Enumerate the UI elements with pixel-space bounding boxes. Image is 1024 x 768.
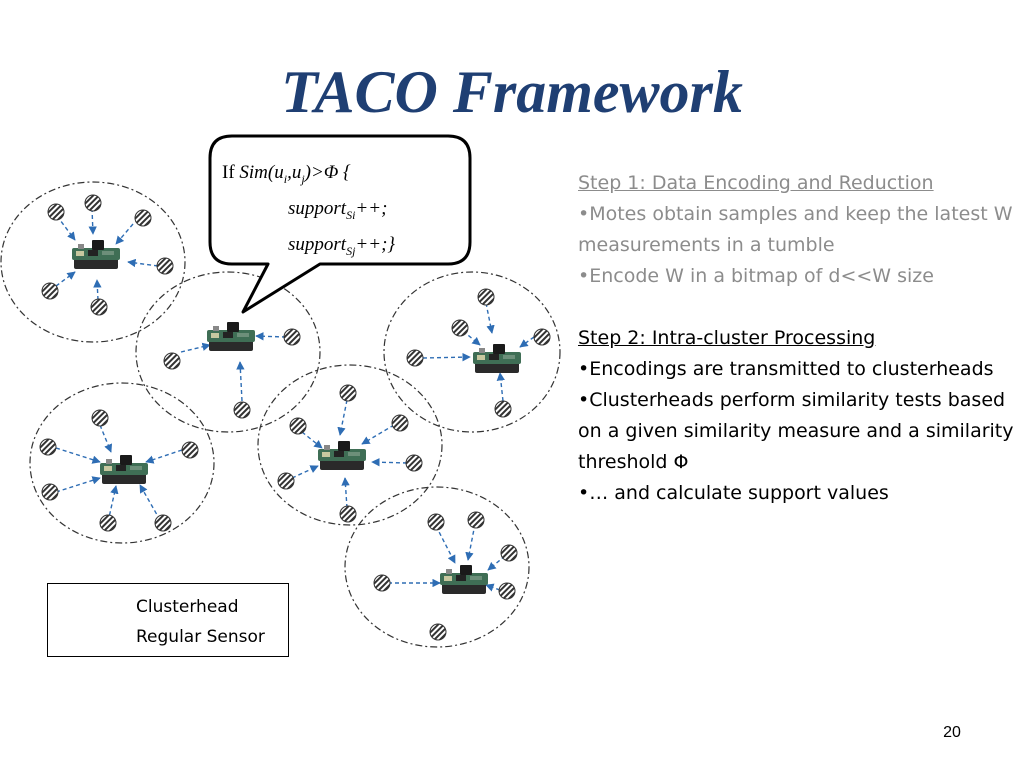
regular-sensor-icon (339, 505, 357, 523)
data-flow-arrow (56, 215, 76, 241)
regular-sensor-icon (154, 514, 172, 532)
regular-sensor-icon (498, 582, 516, 600)
data-flow-arrow (127, 258, 159, 268)
regular-sensor-icon (283, 328, 301, 346)
data-flow-arrow (496, 372, 505, 402)
regular-sensor-icon (533, 328, 551, 346)
data-flow-arrow (337, 399, 348, 436)
data-flow-arrow (422, 352, 471, 362)
callout-line-2: supportSi++; (288, 197, 388, 222)
legend-sensor-label: Regular Sensor (136, 627, 265, 647)
regular-sensor-icon (289, 417, 307, 435)
data-flow-arrow (291, 465, 319, 479)
step-1: Step 1: Data Encoding and Reduction Mote… (578, 168, 1024, 292)
clusterhead-icon (473, 344, 521, 373)
cluster-boundary (344, 486, 530, 648)
data-flow-arrow (301, 431, 323, 449)
data-flow-arrow (180, 342, 211, 353)
data-flow-arrow (107, 485, 119, 523)
step-2-bullet: … and calculate support values (578, 478, 1024, 509)
clusterhead-icon (100, 455, 148, 484)
callout-line-3: supportSj++;} (288, 233, 395, 258)
cluster-boundary (29, 382, 215, 544)
data-flow-arrow (485, 302, 495, 334)
step-1-bullet: Motes obtain samples and keep the latest… (578, 199, 1024, 261)
regular-sensor-icon (406, 349, 424, 367)
regular-sensor-icon (181, 441, 199, 459)
cluster-boundary (257, 364, 443, 526)
steps-panel: Step 1: Data Encoding and Reduction Mote… (578, 168, 1024, 540)
cluster-boundary (383, 271, 561, 433)
step-2-heading: Step 2: Intra-cluster Processing (578, 327, 876, 349)
regular-sensor-icon (451, 319, 469, 337)
regular-sensor-icon (427, 513, 445, 531)
data-flow-arrow (485, 583, 501, 592)
data-flow-arrow (519, 336, 535, 348)
data-flow-arrow (361, 424, 395, 445)
data-flow-arrow (465, 523, 476, 561)
regular-sensor-icon (156, 257, 174, 275)
data-flow-arrow (93, 279, 102, 301)
clusterhead-icon (207, 322, 255, 351)
regular-sensor-icon (41, 282, 59, 300)
speech-bubble (208, 134, 472, 314)
regular-sensor-icon (477, 288, 495, 306)
step-1-bullet: Encode W in a bitmap of d<<W size (578, 261, 1024, 292)
cluster-boundary (135, 271, 321, 433)
legend (47, 583, 289, 657)
regular-sensor-icon (494, 400, 512, 418)
data-flow-arrow (371, 458, 408, 467)
regular-sensor-icon (233, 401, 251, 419)
data-flow-arrow (55, 476, 101, 493)
data-flow-arrow (236, 361, 245, 402)
data-flow-arrow (341, 477, 350, 509)
regular-sensor-icon (339, 384, 357, 402)
data-flow-arrow (115, 223, 134, 245)
regular-sensor-icon (39, 438, 57, 456)
data-flow-arrow (255, 332, 287, 341)
regular-sensor-icon (405, 454, 423, 472)
clusterhead-icon (72, 240, 120, 269)
regular-sensor-icon (429, 623, 447, 641)
regular-sensor-icon (90, 298, 108, 316)
regular-sensor-icon (391, 414, 409, 432)
regular-sensor-icon (500, 544, 518, 562)
slide-title: TACO Framework (281, 59, 743, 125)
regular-sensor-icon (91, 409, 109, 427)
regular-sensor-icon (134, 209, 152, 227)
cluster-boundary (0, 181, 186, 343)
step-2-bullet: Clusterheads perform similarity tests ba… (578, 385, 1024, 478)
data-flow-arrow (55, 447, 101, 464)
regular-sensor-icon (163, 352, 181, 370)
data-flow-arrow (139, 484, 161, 521)
data-flow-arrow (435, 525, 456, 564)
clusterhead-icon (318, 441, 366, 470)
callout-line-1: If Sim(ui,uj)>Φ { (222, 162, 351, 186)
regular-sensor-icon (47, 203, 65, 221)
step-2-bullet: Encodings are transmitted to clusterhead… (578, 354, 1024, 385)
data-flow-arrow (99, 424, 113, 453)
step-2: Step 2: Intra-cluster Processing Encodin… (578, 323, 1024, 509)
regular-sensor-icon (467, 511, 485, 529)
page-number: 20 (943, 724, 961, 741)
regular-sensor-icon (84, 194, 102, 212)
regular-sensor-icon (41, 483, 59, 501)
data-flow-arrow (88, 207, 97, 235)
regular-sensor-icon (373, 574, 391, 592)
data-flow-arrow (487, 555, 506, 571)
legend-clusterhead-label: Clusterhead (136, 597, 239, 617)
callout-pseudocode: If Sim(ui,uj)>Φ { supportSi++; supportSj… (222, 158, 395, 265)
regular-sensor-icon (277, 472, 295, 490)
clusterhead-icon (440, 565, 488, 594)
data-flow-arrow (55, 271, 76, 287)
step-1-heading: Step 1: Data Encoding and Reduction (578, 172, 934, 194)
data-flow-arrow (145, 449, 183, 464)
regular-sensor-icon (99, 514, 117, 532)
